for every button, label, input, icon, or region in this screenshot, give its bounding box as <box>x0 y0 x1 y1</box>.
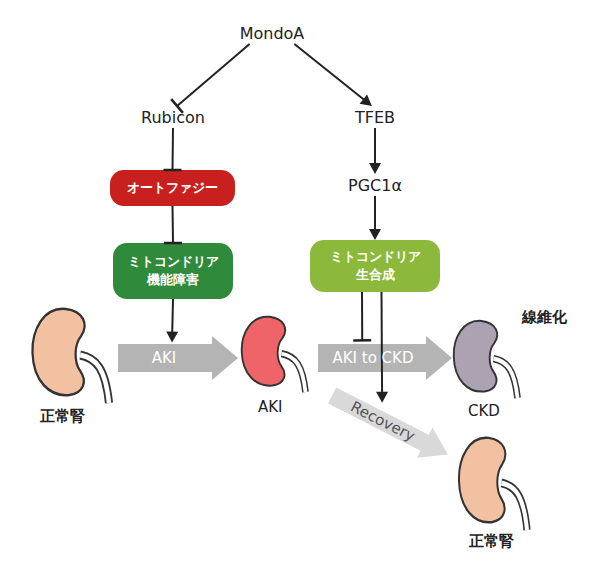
arrow-head <box>166 331 178 342</box>
connector-line <box>172 206 175 243</box>
kidney-shape <box>455 432 535 530</box>
connector-line <box>374 128 376 166</box>
node-text: ミトコンドリア 機能障害 <box>121 253 225 288</box>
connector-line <box>374 196 376 232</box>
kidney-body <box>32 309 84 395</box>
connector-line <box>177 44 250 106</box>
kidney-label: 正常腎 <box>469 532 514 551</box>
node-text: Recovery <box>348 398 418 446</box>
kidney-illustration: 正常腎 <box>455 432 535 530</box>
kidney-illustration: 正常腎 <box>28 303 118 403</box>
node-text: ミトコンドリア 生合成 <box>318 248 432 283</box>
connector-line <box>381 292 384 395</box>
connector-line <box>294 44 365 101</box>
connector-line <box>172 128 175 170</box>
process-arrow-band: AKI <box>118 336 238 380</box>
connector <box>171 44 249 113</box>
kidney-illustration: CKD線維化 <box>450 316 525 398</box>
kidney-shape <box>28 303 118 403</box>
node-text: TFEB <box>355 108 395 127</box>
inhibition-bar <box>164 242 182 245</box>
inhibition-bar <box>171 99 183 113</box>
label-node: MondoA <box>232 22 312 44</box>
connector <box>164 206 182 243</box>
kidney-label: 正常腎 <box>40 407 85 426</box>
label-node: Rubicon <box>132 106 214 128</box>
connector-line <box>171 299 174 335</box>
arrow-head <box>369 163 381 174</box>
arrow-head <box>360 94 372 106</box>
label-node: TFEB <box>344 106 406 128</box>
arrow-band-fill <box>324 380 455 469</box>
kidney-body <box>454 321 497 392</box>
connector <box>164 128 182 170</box>
connector-line <box>361 292 363 340</box>
kidney-shape <box>450 316 525 398</box>
connector <box>376 292 388 403</box>
connector <box>369 128 381 174</box>
kidney-label: 線維化 <box>522 308 567 327</box>
kidney-illustration: AKI <box>238 312 313 392</box>
arrow-head <box>369 229 381 240</box>
kidney-shape <box>238 312 313 392</box>
node-text: AKI to CKD <box>333 349 414 367</box>
node-text: AKI <box>152 349 177 367</box>
connector <box>166 299 178 343</box>
inhibition-bar <box>164 169 182 172</box>
kidney-label: AKI <box>258 398 283 416</box>
label-node: PGC1α <box>338 174 412 196</box>
process-box: ミトコンドリア 生合成 <box>310 240 440 292</box>
connector <box>369 196 381 240</box>
kidney-label: CKD <box>468 402 500 420</box>
node-text: MondoA <box>240 24 305 43</box>
kidney-body <box>242 317 285 386</box>
process-arrow-band: Recovery <box>324 380 455 469</box>
arrow-head <box>376 392 388 403</box>
inhibition-bar <box>353 339 371 342</box>
arrow-band-shape <box>118 336 238 380</box>
arrow-band-fill <box>318 336 452 380</box>
arrow-band-fill <box>118 336 238 380</box>
kidney-body <box>459 438 505 523</box>
node-text: PGC1α <box>348 176 402 195</box>
process-box: オートファジー <box>110 170 235 206</box>
node-text: オートファジー <box>127 179 218 197</box>
process-arrow-band: AKI to CKD <box>318 336 452 380</box>
connector <box>353 292 371 340</box>
node-text: Rubicon <box>141 108 205 127</box>
connector <box>294 44 372 106</box>
process-box: ミトコンドリア 機能障害 <box>113 243 233 299</box>
